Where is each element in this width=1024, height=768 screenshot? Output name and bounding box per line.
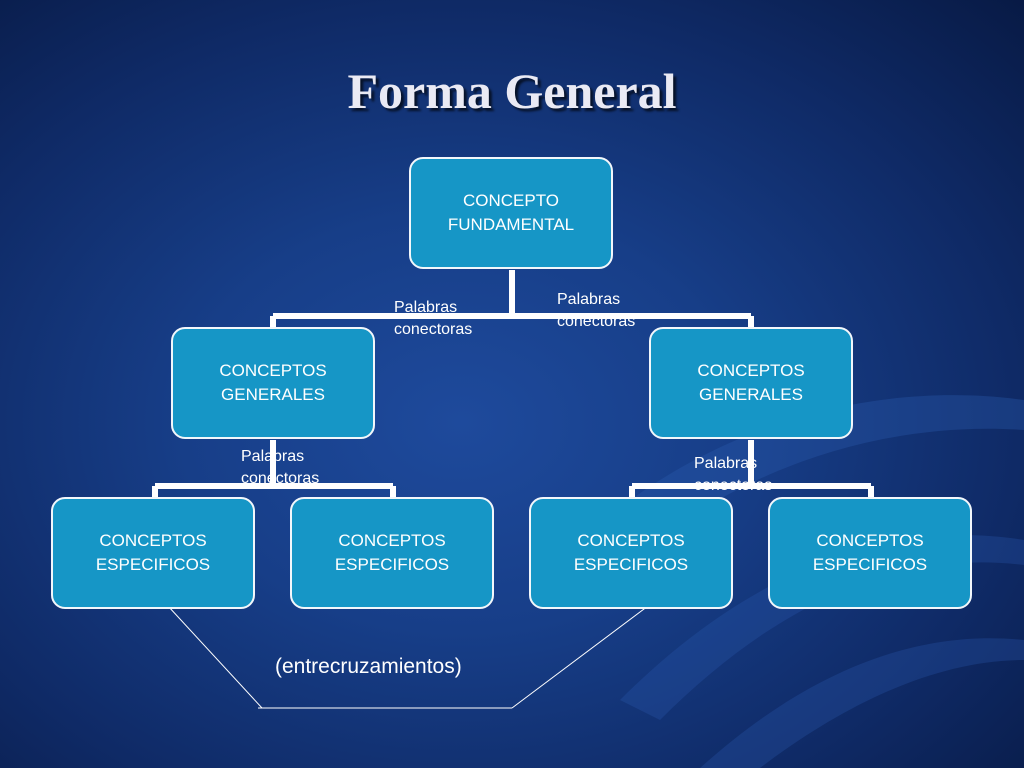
- node-line: CONCEPTOS: [697, 361, 805, 380]
- crosslink-label: (entrecruzamientos): [275, 655, 462, 678]
- node-line: ESPECIFICOS: [812, 555, 928, 574]
- node-conceptos-especificos-2: CONCEPTOS ESPECIFICOS: [290, 497, 494, 609]
- node-line: ESPECIFICOS: [334, 555, 450, 574]
- node-line: CONCEPTOS: [99, 531, 207, 550]
- connector-label: Palabras conectoras: [557, 291, 636, 330]
- node-line: CONCEPTO: [462, 191, 560, 210]
- node-line: CONCEPTOS: [338, 531, 446, 550]
- slide-title: Forma General: [347, 63, 677, 119]
- connector-label: Palabras conectoras: [241, 448, 320, 487]
- connector-label: Palabras conectoras: [694, 455, 773, 494]
- node-line: FUNDAMENTAL: [447, 215, 575, 234]
- node-line: ESPECIFICOS: [95, 555, 211, 574]
- node-concepto-fundamental: CONCEPTO FUNDAMENTAL: [409, 157, 613, 269]
- node-line: GENERALES: [699, 385, 803, 404]
- node-conceptos-especificos-4: CONCEPTOS ESPECIFICOS: [768, 497, 972, 609]
- node-line: ESPECIFICOS: [573, 555, 689, 574]
- node-conceptos-especificos-1: CONCEPTOS ESPECIFICOS: [51, 497, 255, 609]
- node-line: CONCEPTOS: [577, 531, 685, 550]
- node-line: GENERALES: [221, 385, 325, 404]
- connector-label: Palabras conectoras: [394, 299, 473, 338]
- node-line: CONCEPTOS: [219, 361, 327, 380]
- node-conceptos-generales-right: CONCEPTOS GENERALES: [649, 327, 853, 439]
- node-conceptos-generales-left: CONCEPTOS GENERALES: [171, 327, 375, 439]
- node-conceptos-especificos-3: CONCEPTOS ESPECIFICOS: [529, 497, 733, 609]
- crosslink-lines: [155, 605, 649, 709]
- node-line: CONCEPTOS: [816, 531, 924, 550]
